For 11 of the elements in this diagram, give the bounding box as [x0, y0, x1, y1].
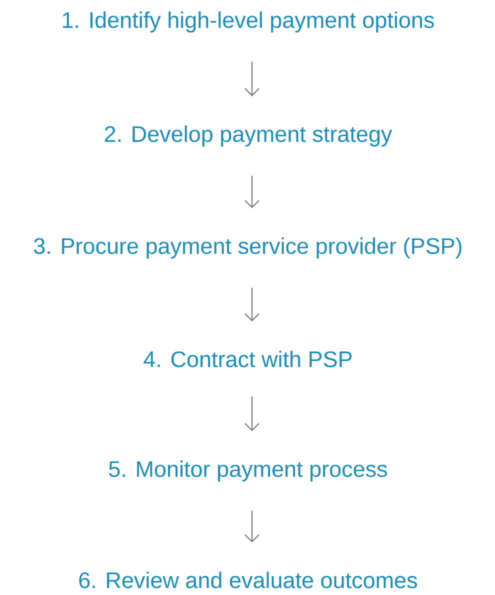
step-text: 3. Procure payment service provider (PSP) [34, 238, 462, 258]
step-text: 1. Identify high-level payment options [62, 12, 434, 32]
step-text: 5. Monitor payment process [109, 460, 387, 482]
step-text: 4. Contract with PSP [144, 350, 352, 368]
arrow [244, 288, 260, 322]
arrow [244, 396, 260, 432]
arrow [244, 176, 260, 208]
arrow [244, 510, 260, 543]
step-text: 2. Develop payment strategy [104, 126, 392, 146]
step-text: 6. Review and evaluate outcomes [79, 572, 417, 588]
arrow [244, 62, 260, 96]
